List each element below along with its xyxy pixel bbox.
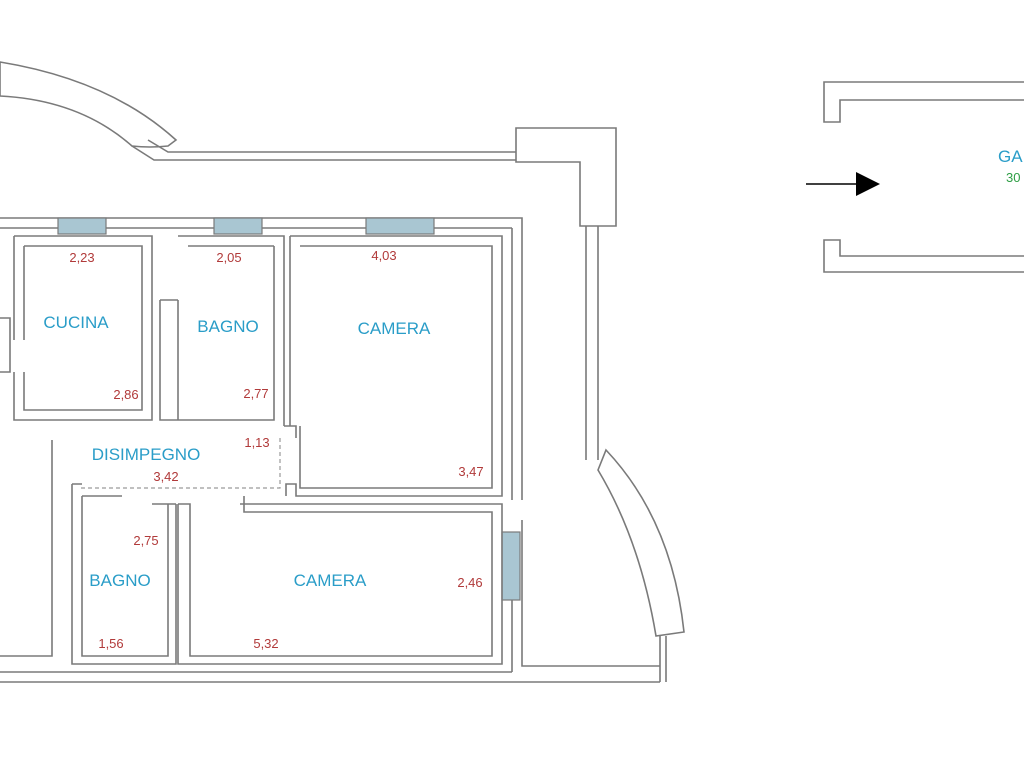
dim-camera-bottom-width: 5,32 — [253, 636, 278, 651]
room-label-camera-bottom: CAMERA — [294, 571, 367, 590]
room-label-disimpegno: DISIMPEGNO — [92, 445, 201, 464]
dim-disimpegno-depth: 1,13 — [244, 435, 269, 450]
balcony-post — [659, 636, 667, 682]
dim-cucina-width: 2,23 — [69, 250, 94, 265]
balcony-curve-top — [0, 61, 178, 148]
garage-walls — [823, 81, 1024, 273]
disimpegno-opening — [78, 438, 281, 489]
window-cucina — [57, 217, 107, 235]
dim-bagno-bottom-depth: 2,75 — [133, 533, 158, 548]
right-wall-thin — [585, 226, 599, 460]
arrow-right-icon — [806, 172, 880, 196]
room-label-cucina: CUCINA — [43, 313, 109, 332]
room-label-bagno-top: BAGNO — [197, 317, 258, 336]
room-label-camera-top: CAMERA — [358, 319, 431, 338]
window-camera — [365, 217, 435, 235]
dim-disimpegno-width: 3,42 — [153, 469, 178, 484]
camera-bottom-walls — [177, 496, 503, 665]
bagno-bottom-walls — [71, 483, 177, 665]
dim-cucina-depth: 2,86 — [113, 387, 138, 402]
room-label-garage: GA — [998, 147, 1023, 166]
dim-bagno-bottom-width: 1,56 — [98, 636, 123, 651]
cucina-walls — [0, 235, 153, 421]
dim-bagno-top-width: 2,05 — [216, 250, 241, 265]
dim-camera-bottom-depth: 2,46 — [457, 575, 482, 590]
bagno-top-walls — [159, 235, 285, 426]
window-bagno — [213, 217, 263, 235]
dim-bagno-top-depth: 2,77 — [243, 386, 268, 401]
corner-pillar — [515, 127, 617, 227]
balcony-connector — [131, 139, 516, 161]
dim-camera-top-width: 4,03 — [371, 248, 396, 263]
garage-area: 30 — [1006, 170, 1020, 185]
balcony-curve-right — [597, 448, 685, 637]
left-wall — [0, 440, 53, 657]
window-camera-bottom — [501, 531, 521, 601]
disimpegno-jamb — [284, 425, 297, 438]
dim-camera-top-depth: 3,47 — [458, 464, 483, 479]
camera-top-walls — [285, 235, 503, 497]
room-label-bagno-bottom: BAGNO — [89, 571, 150, 590]
